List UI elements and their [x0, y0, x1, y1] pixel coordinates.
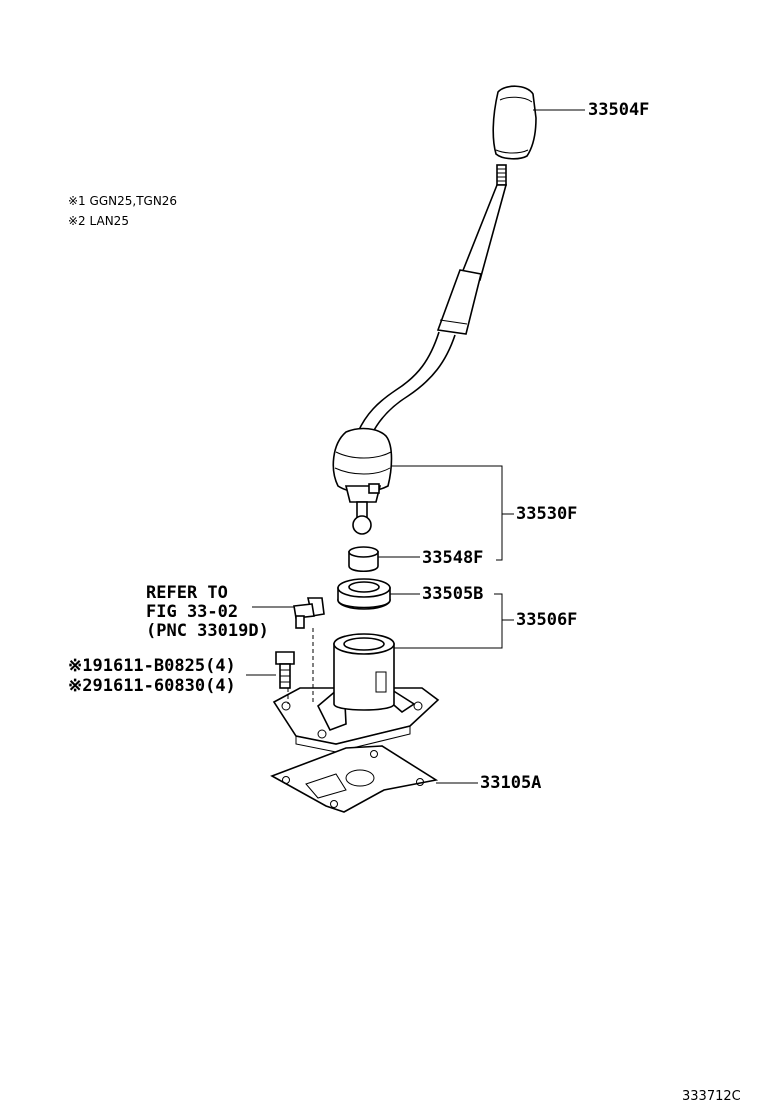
shift-lever-illustration	[332, 184, 508, 535]
bolt-1-mark: ※1	[68, 656, 93, 676]
boot-illustration	[337, 578, 391, 610]
elbow-fitting-illustration	[293, 597, 325, 629]
refer-line-2[interactable]: FIG 33-02	[146, 602, 239, 622]
bolt-2-qty: (4)	[205, 676, 236, 696]
note-1-text: GGN25,TGN26	[89, 194, 178, 208]
callout-boot[interactable]: 33505B	[422, 584, 484, 604]
bolt-callout-2[interactable]: ※291611-60830(4)	[68, 678, 236, 695]
alignment-lines	[287, 628, 314, 704]
figure-id: 333712C	[682, 1089, 741, 1104]
bolt-2-mark: ※2	[68, 676, 93, 696]
note-2: ※2 LAN25	[68, 215, 129, 227]
refer-line-1: REFER TO	[146, 583, 228, 603]
bolt-1-part: 91611-B0825	[92, 656, 206, 676]
leader-lines	[246, 109, 585, 784]
bolt-2-part: 91611-60830	[92, 676, 206, 696]
refer-line-3: (PNC 33019D)	[146, 621, 269, 641]
callout-gasket[interactable]: 33105A	[480, 773, 542, 793]
note-1: ※1 GGN25,TGN26	[68, 195, 177, 207]
bolt-callout-1[interactable]: ※191611-B0825(4)	[68, 658, 236, 675]
gasket-illustration	[270, 745, 439, 813]
bolt-illustration	[275, 651, 295, 689]
shift-knob-illustration	[492, 85, 537, 160]
bolt-1-qty: (4)	[205, 656, 236, 676]
bushing-illustration	[348, 546, 379, 573]
lever-thread-illustration	[496, 164, 507, 186]
note-2-mark: ※2	[68, 214, 86, 228]
note-1-mark: ※1	[68, 194, 86, 208]
note-2-text: LAN25	[89, 214, 129, 228]
callout-knob[interactable]: 33504F	[588, 100, 650, 120]
callout-bushing[interactable]: 33548F	[422, 548, 484, 568]
retainer-illustration	[272, 633, 440, 753]
callout-retainer-assy[interactable]: 33506F	[516, 610, 578, 630]
callout-lever-assy[interactable]: 33530F	[516, 504, 578, 524]
